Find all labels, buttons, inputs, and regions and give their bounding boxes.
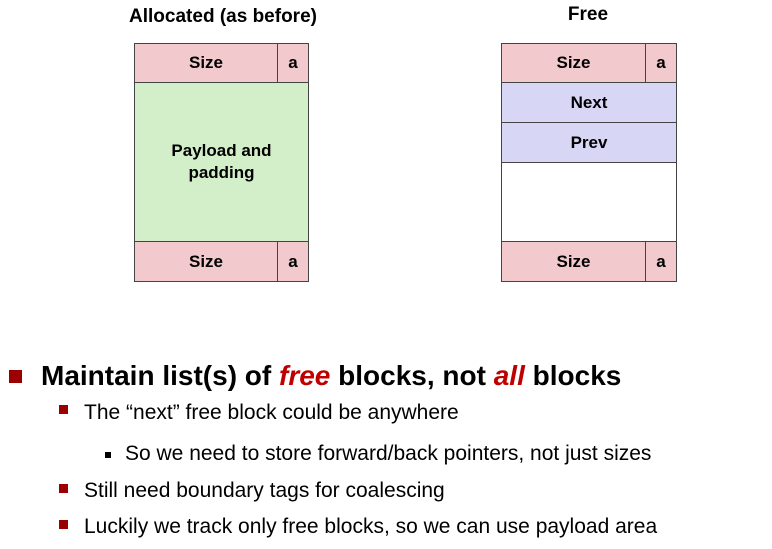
main-bullet-emphasis-free: free xyxy=(279,360,331,391)
allocated-footer-flag: a xyxy=(277,241,309,282)
main-bullet-text: blocks, not xyxy=(330,360,494,391)
free-unused-area xyxy=(501,162,677,242)
free-title: Free xyxy=(567,4,609,25)
allocated-payload: Payload and padding xyxy=(134,82,309,242)
bullet-marker xyxy=(105,452,111,458)
free-prev-pointer: Prev xyxy=(501,122,677,163)
allocated-header-flag: a xyxy=(277,43,309,83)
main-bullet-text: blocks xyxy=(524,360,622,391)
sub-bullet-next-anywhere: The “next” free block could be anywhere xyxy=(84,401,459,424)
allocated-title: Allocated (as before) xyxy=(129,6,317,27)
allocated-header-size: Size xyxy=(134,43,278,83)
free-header-size: Size xyxy=(501,43,646,83)
bullet-marker xyxy=(59,405,68,414)
bullet-marker xyxy=(59,520,68,529)
free-next-pointer: Next xyxy=(501,82,677,123)
free-footer-size: Size xyxy=(501,241,646,282)
allocated-footer-size: Size xyxy=(134,241,278,282)
sub-bullet-payload-area: Luckily we track only free blocks, so we… xyxy=(84,515,658,538)
bullet-marker xyxy=(59,484,68,493)
sub-sub-bullet-pointers: So we need to store forward/back pointer… xyxy=(125,442,652,465)
free-header-flag: a xyxy=(645,43,677,83)
sub-bullet-boundary-tags: Still need boundary tags for coalescing xyxy=(84,479,445,502)
main-bullet-emphasis-all: all xyxy=(493,360,525,391)
bullet-marker xyxy=(9,370,22,383)
main-bullet-text: Maintain list(s) of xyxy=(41,360,279,391)
free-footer-flag: a xyxy=(645,241,677,282)
main-bullet: Maintain list(s) of free blocks, not all… xyxy=(41,360,621,392)
